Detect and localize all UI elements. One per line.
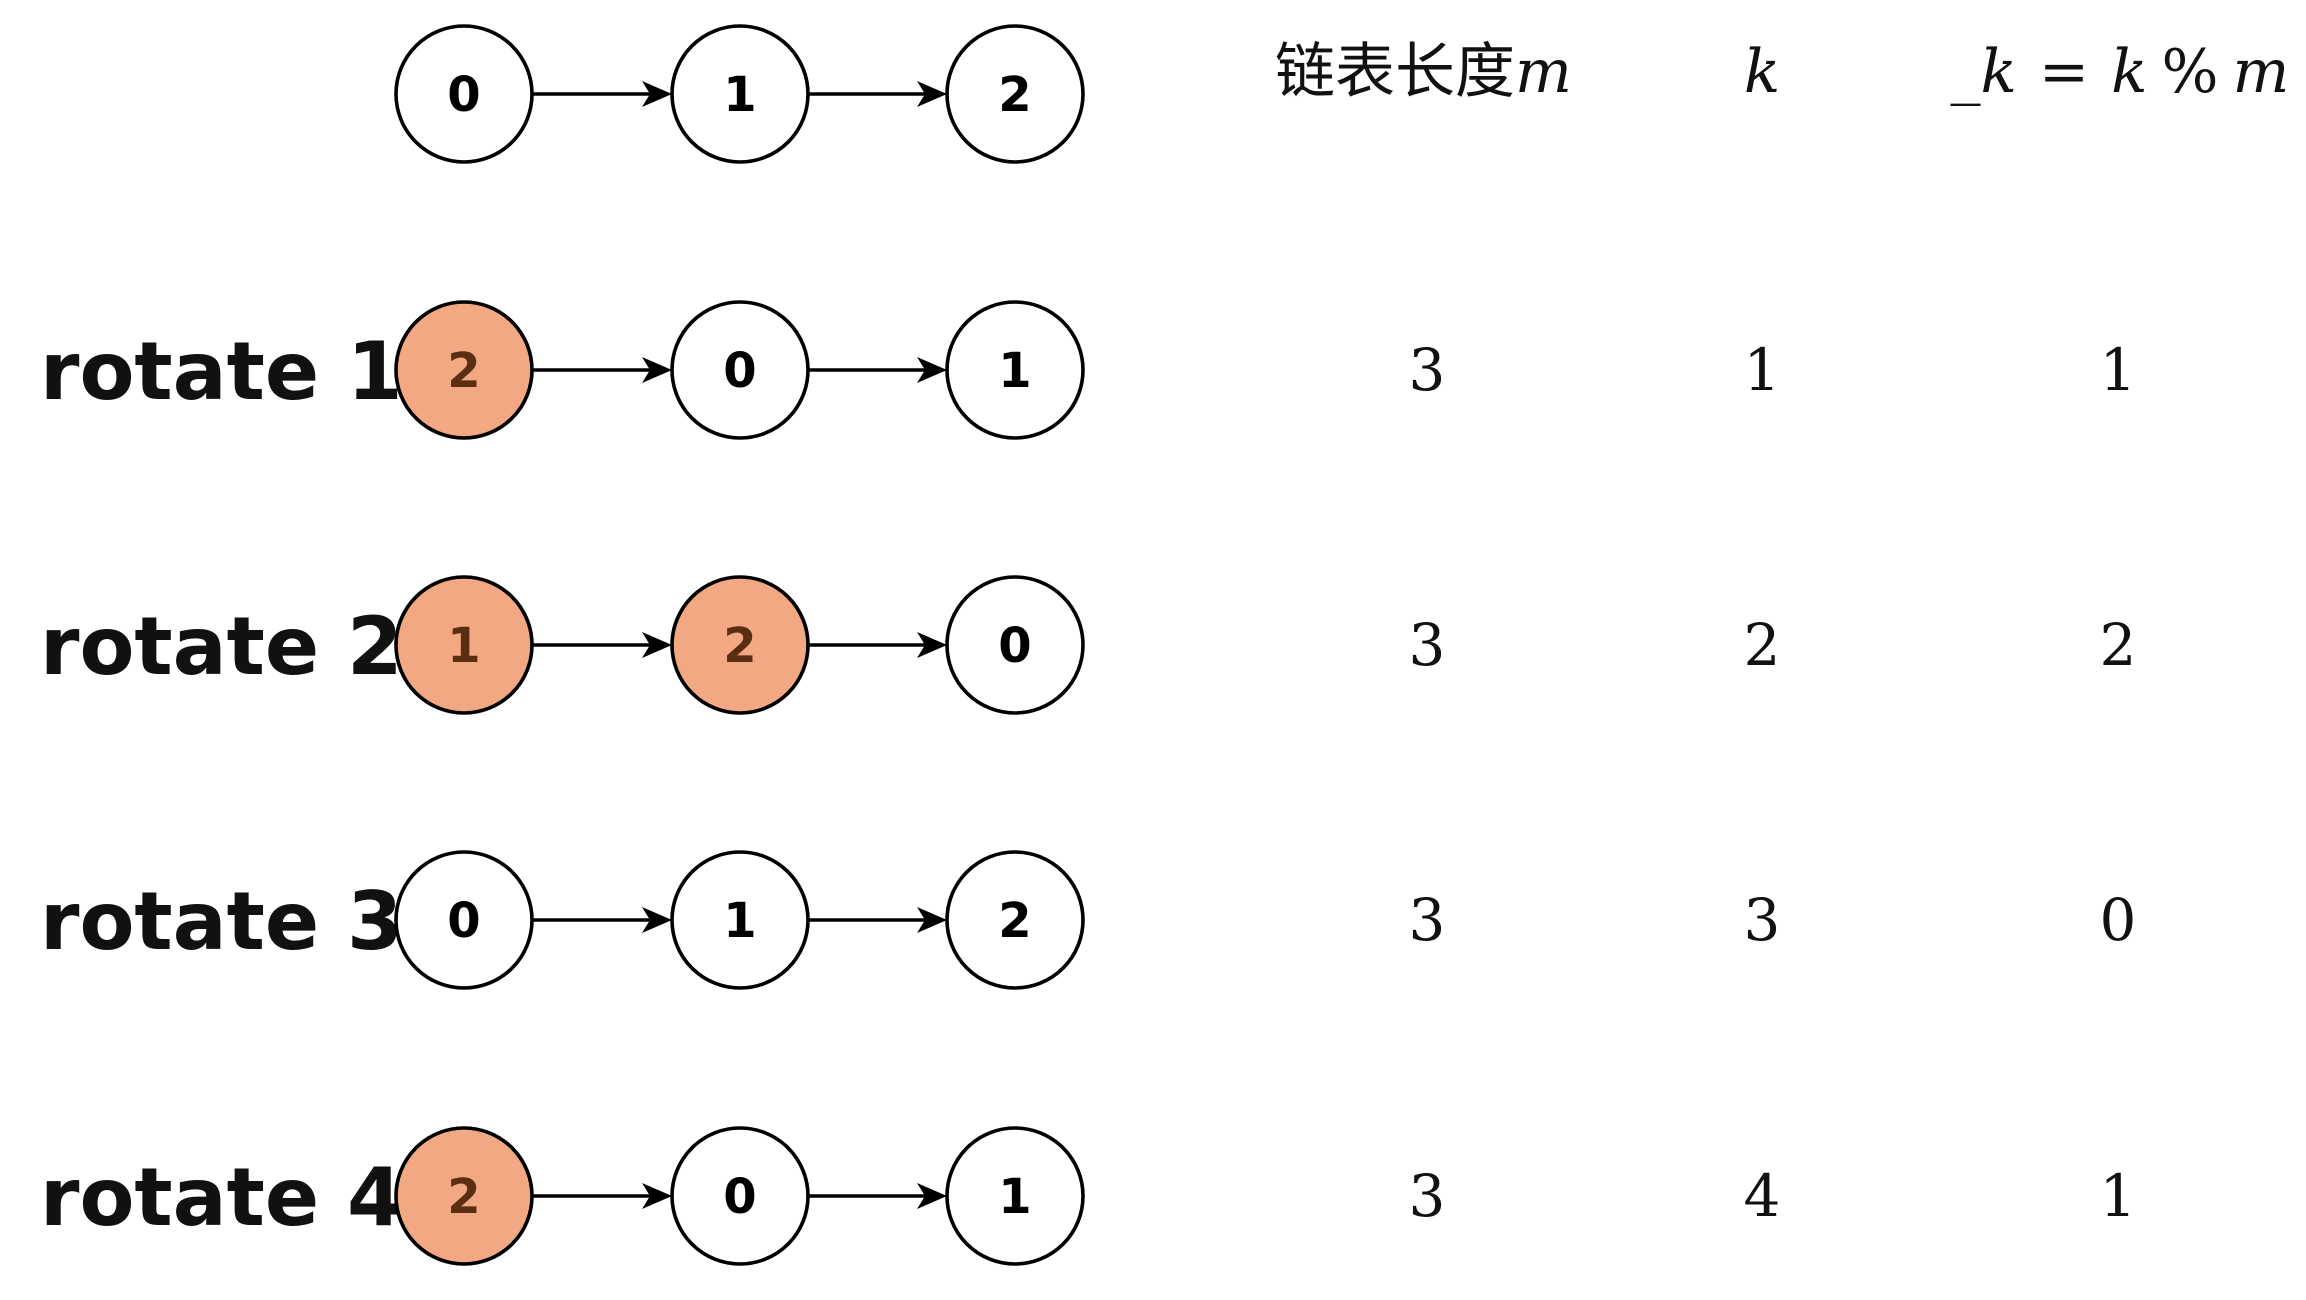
cell-k-mod: 1 <box>2100 336 2137 404</box>
node-value: 1 <box>998 343 1031 399</box>
node-value: 1 <box>723 893 756 949</box>
node-value: 2 <box>447 1169 480 1225</box>
node-value: 0 <box>723 343 756 399</box>
cell-m: 3 <box>1409 336 1446 404</box>
header-length-label: 链表长度 <box>1275 37 1515 107</box>
node-circle-highlighted <box>394 300 534 440</box>
list-row: rotate 2 1 2 0 3 2 2 <box>40 575 2137 715</box>
cell-m: 3 <box>1409 1162 1446 1230</box>
node-circle <box>394 24 534 164</box>
list-node: 0 <box>945 575 1085 715</box>
list-row: rotate 4 2 0 1 3 4 1 <box>40 1126 2137 1266</box>
list-node: 1 <box>945 300 1085 440</box>
list-row: rotate 1 2 0 1 3 1 1 <box>40 300 2137 440</box>
arrow-head <box>917 357 947 383</box>
node-value: 1 <box>998 1169 1031 1225</box>
header-length-var: m <box>1515 37 1572 107</box>
node-circle <box>945 850 1085 990</box>
node-circle <box>394 850 534 990</box>
node-value: 0 <box>723 1169 756 1225</box>
header-k-mod-eq: = <box>2039 37 2089 107</box>
arrow-head <box>642 81 672 107</box>
header-k-mod-m: m <box>2233 37 2290 107</box>
node-circle <box>670 1126 810 1266</box>
header-k-mod: _k = k%m <box>1951 37 2290 107</box>
arrow-head <box>917 907 947 933</box>
node-circle <box>670 24 810 164</box>
arrow-head <box>917 632 947 658</box>
arrow-head <box>917 81 947 107</box>
header-k-mod-op: % <box>2162 37 2219 107</box>
node-circle <box>945 300 1085 440</box>
node-circle <box>945 24 1085 164</box>
node-circle <box>670 300 810 440</box>
header-length: 链表长度m <box>1275 37 1572 107</box>
arrow-head <box>642 632 672 658</box>
node-circle <box>670 850 810 990</box>
list-node: 0 <box>670 1126 810 1266</box>
list-node: 1 <box>670 24 810 164</box>
cell-k-mod: 2 <box>2100 611 2137 679</box>
rows-layer: 0 1 2 rotate 1 2 0 1 3 1 1 rotate 2 1 2 0 3 2 2 rotate 3 0… <box>40 24 2137 1266</box>
node-value: 1 <box>723 67 756 123</box>
node-value: 2 <box>723 618 756 674</box>
cell-k: 2 <box>1744 611 1781 679</box>
arrow-head <box>642 1183 672 1209</box>
rotate-label: rotate 4 <box>40 1151 403 1244</box>
rotate-label: rotate 2 <box>40 600 403 693</box>
arrow-head <box>642 357 672 383</box>
list-row: 0 1 2 <box>394 24 1085 164</box>
list-node: 2 <box>945 850 1085 990</box>
list-node: 1 <box>670 850 810 990</box>
list-node: 0 <box>394 24 534 164</box>
arrow-head <box>642 907 672 933</box>
node-circle-highlighted <box>394 1126 534 1266</box>
list-node: 1 <box>945 1126 1085 1266</box>
node-circle-highlighted <box>394 575 534 715</box>
node-value: 0 <box>998 618 1031 674</box>
list-node: 2 <box>394 300 534 440</box>
cell-k-mod: 1 <box>2100 1162 2137 1230</box>
header-k: k <box>1744 37 1780 107</box>
node-value: 2 <box>447 343 480 399</box>
node-circle <box>945 575 1085 715</box>
node-value: 0 <box>447 893 480 949</box>
list-node: 2 <box>394 1126 534 1266</box>
node-value: 2 <box>998 67 1031 123</box>
list-node: 1 <box>394 575 534 715</box>
list-row: rotate 3 0 1 2 3 3 0 <box>40 850 2137 990</box>
node-circle-highlighted <box>670 575 810 715</box>
node-value: 2 <box>998 893 1031 949</box>
node-value: 1 <box>447 618 480 674</box>
node-circle <box>945 1126 1085 1266</box>
cell-k: 4 <box>1744 1162 1781 1230</box>
header-k-mod-prefix: _k <box>1951 37 2017 107</box>
cell-k: 3 <box>1744 886 1781 954</box>
cell-m: 3 <box>1409 886 1446 954</box>
rotate-label: rotate 3 <box>40 875 403 968</box>
cell-k-mod: 0 <box>2100 886 2137 954</box>
list-node: 0 <box>670 300 810 440</box>
header-k-mod-k: k <box>2111 37 2147 107</box>
rotate-label: rotate 1 <box>40 325 403 418</box>
node-value: 0 <box>447 67 480 123</box>
list-node: 2 <box>945 24 1085 164</box>
list-node: 2 <box>670 575 810 715</box>
arrow-head <box>917 1183 947 1209</box>
list-node: 0 <box>394 850 534 990</box>
cell-m: 3 <box>1409 611 1446 679</box>
cell-k: 1 <box>1744 336 1781 404</box>
